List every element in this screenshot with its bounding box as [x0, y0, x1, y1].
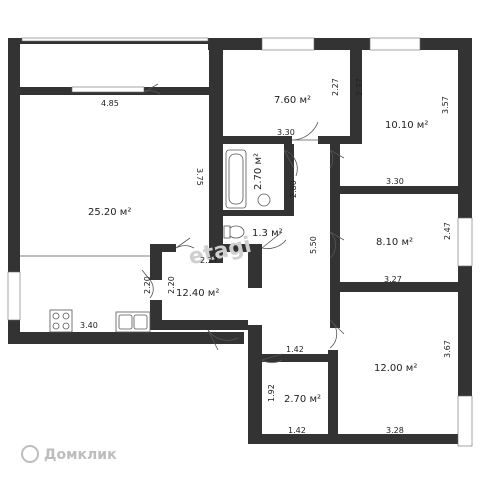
area-toilet: 1.3 м² — [252, 228, 283, 239]
area-storage: 2.70 м² — [284, 394, 321, 405]
outer-wall-top-right — [208, 38, 472, 50]
dim-top-middle-bottom: 3.30 — [277, 128, 295, 137]
wall-storage-top — [262, 354, 328, 362]
fixtures — [20, 149, 271, 333]
dim-storage-top: 1.42 — [286, 345, 304, 354]
dim-storage-bottom: 1.42 — [288, 426, 306, 435]
door-bath — [283, 149, 298, 177]
window-living-left — [7, 271, 21, 321]
area-bathroom: 2.70 м² — [253, 153, 264, 190]
bath-sink — [257, 193, 271, 207]
door-top-right — [329, 149, 345, 169]
dim-corridor-height: 5.50 — [309, 236, 318, 254]
window-top-middle — [261, 37, 315, 51]
dim-bottom-right-right: 3.67 — [443, 340, 452, 358]
stove-burner-1 — [52, 312, 60, 320]
dim-hall-top: 2.37 — [200, 256, 218, 265]
wall-bath-bottom — [222, 210, 294, 216]
doors — [141, 83, 345, 364]
window-bottom-right — [457, 395, 473, 447]
dim-mid-right-bottom: 3.27 — [384, 275, 402, 284]
dim-hall-left-b: 2.20 — [167, 276, 176, 294]
dim-kitchen-bottom: 3.40 — [80, 321, 98, 330]
wall-hall-left — [150, 244, 162, 280]
wall-bottom-right-left — [328, 350, 338, 442]
door-toilet — [261, 231, 287, 249]
stove-burner-3 — [52, 322, 60, 330]
dim-living-top: 4.85 — [101, 99, 119, 108]
wall-mid-right-bottom — [330, 282, 460, 292]
wall-toilet-bottom — [222, 244, 262, 252]
dim-mid-right-right: 2.47 — [443, 222, 452, 240]
door-top-middle — [291, 121, 320, 141]
bathtub-inner — [228, 153, 244, 205]
wall-right-rooms-left — [330, 140, 340, 328]
wall-top-middle-bottom — [222, 136, 292, 144]
outer-wall-bottom-left — [8, 332, 244, 344]
wall-top-rooms-divider — [350, 38, 362, 138]
wall-bath-right — [284, 144, 294, 214]
door-living — [141, 269, 154, 299]
door-hall — [175, 237, 195, 249]
toilet-tank — [223, 225, 231, 239]
wall-hall-top — [150, 244, 176, 252]
dimension-labels: 4.85 3.75 3.40 2.27 3.30 2.37 3.57 3.30 … — [80, 78, 452, 435]
dim-hall-left-a: 2.20 — [143, 276, 152, 294]
room-labels: 25.20 м² 7.60 м² 10.10 м² 2.70 м² 1.3 м²… — [88, 95, 428, 405]
door-entrance — [207, 329, 239, 351]
domclick-logo-icon — [21, 445, 39, 463]
stove-burner-2 — [62, 312, 70, 320]
stove — [49, 309, 73, 333]
dim-top-right-left: 2.37 — [355, 78, 364, 96]
door-storage — [261, 353, 283, 364]
area-room-middle-right: 8.10 м² — [376, 237, 413, 248]
kitchen-sink-bowl-1 — [118, 314, 133, 330]
windows — [7, 37, 473, 447]
wall-living-right — [209, 38, 223, 263]
watermarks: etagi Домклик — [21, 233, 254, 463]
dim-bottom-right-bottom: 3.28 — [386, 426, 404, 435]
dim-top-middle-right: 2.27 — [331, 78, 340, 96]
area-living: 25.20 м² — [88, 207, 131, 218]
wall-hall-left-b — [150, 300, 162, 330]
window-mid-right — [457, 217, 473, 267]
walls — [8, 38, 472, 444]
dim-living-right: 3.75 — [195, 168, 204, 186]
dim-bath-width: 2.80 — [289, 180, 298, 198]
window-balcony-door — [71, 86, 145, 93]
stove-burner-4 — [62, 322, 70, 330]
area-room-top-right: 10.10 м² — [385, 120, 428, 131]
wall-top-right-bottom — [340, 186, 460, 194]
outer-wall-left — [8, 38, 20, 344]
watermark-domclick: Домклик — [44, 447, 117, 463]
door-mid-right — [329, 231, 345, 259]
area-room-bottom-right: 12.00 м² — [374, 363, 417, 374]
wall-toilet-right — [248, 244, 262, 288]
area-room-top-middle: 7.60 м² — [274, 95, 311, 106]
kitchen-sink-bowl-2 — [133, 314, 148, 330]
outer-wall-storage-left — [248, 325, 262, 444]
outer-wall-hall-step — [150, 320, 248, 330]
dim-top-right-right: 3.57 — [441, 96, 450, 114]
window-top-right — [369, 37, 421, 51]
watermark-etagi: etagi — [186, 233, 253, 271]
area-hall: 12.40 м² — [176, 288, 219, 299]
window-balcony — [21, 37, 209, 42]
dim-top-right-bottom: 3.30 — [386, 177, 404, 186]
door-balcony — [143, 83, 161, 95]
door-bottom-right — [329, 319, 345, 349]
outer-wall-bottom-right — [248, 434, 472, 444]
dim-storage-left: 1.92 — [267, 384, 276, 402]
